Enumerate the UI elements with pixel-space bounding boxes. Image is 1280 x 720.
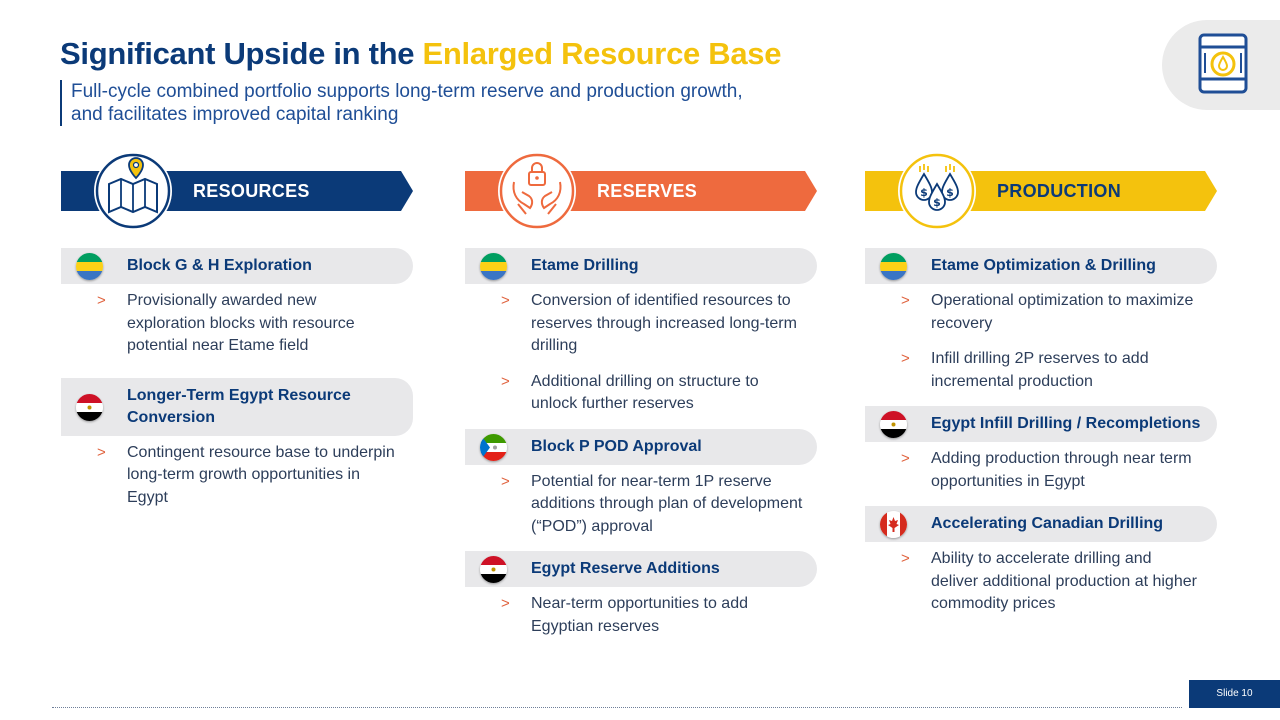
bullet-arrow: > (97, 292, 106, 309)
item-title: Accelerating Canadian Drilling (931, 515, 1164, 532)
canada-flag-icon (880, 511, 907, 538)
banner-production: PRODUCTION $ $ $ (865, 150, 1217, 234)
bullet-item: > Conversion of identified resources to r… (465, 290, 817, 358)
bullet-arrow: > (901, 450, 910, 467)
banner-resources: RESOURCES (61, 150, 413, 234)
column-reserves: RESERVES Etame Drilling > Conversion of i… (465, 150, 817, 635)
subtitle-line-2: and facilitates improved capital ranking (71, 104, 399, 125)
bullet-text: Potential for near-term 1P reserve addit… (531, 472, 803, 535)
banner-label: RESOURCES (193, 181, 310, 201)
bullet-item: > Provisionally awarded new exploration b… (61, 290, 413, 358)
subtitle: Full-cycle combined portfolio supports l… (60, 80, 880, 126)
bullet-arrow: > (501, 472, 510, 490)
item-title: Egypt Infill Drilling / Recompletions (931, 415, 1201, 432)
gabon-flag-icon (480, 253, 507, 280)
page-title: Significant Upside in the Enlarged Resou… (60, 36, 781, 72)
item-title: Egypt Reserve Additions (531, 560, 720, 577)
bullet-arrow: > (901, 292, 910, 309)
banner-reserves: RESERVES (465, 150, 817, 234)
item-canadian-drilling: Accelerating Canadian Drilling (865, 506, 1217, 542)
svg-text:$: $ (946, 186, 954, 199)
egypt-flag-icon (76, 393, 103, 421)
bullet-arrow: > (501, 372, 510, 390)
bullet-item: > Adding production through near term opp… (865, 448, 1217, 493)
svg-text:$: $ (933, 196, 941, 209)
item-block-p-pod-approval: Block P POD Approval (465, 428, 817, 465)
item-block-gh-exploration: Block G & H Exploration (61, 248, 413, 284)
bullet-item: > Potential for near-term 1P reserve addi… (465, 471, 817, 539)
bullet-text: Provisionally awarded new exploration bl… (127, 292, 355, 354)
svg-text:$: $ (920, 186, 928, 199)
item-etame-drilling: Etame Drilling (465, 248, 817, 284)
title-part-1: Significant Upside in the (60, 36, 423, 71)
column-production: PRODUCTION $ $ $ Etame Optimization & Dr… (865, 150, 1217, 612)
bullet-text: Contingent resource base to underpin lon… (127, 443, 395, 506)
item-title: Etame Optimization & Drilling (931, 257, 1156, 274)
bullet-arrow: > (97, 443, 106, 461)
bullet-item: > Infill drilling 2P reserves to add incr… (865, 348, 1217, 393)
column-resources: RESOURCES Block G & H Exploration > Provi… (61, 150, 413, 506)
bullet-item: > Additional drilling on structure to unl… (465, 371, 817, 416)
item-etame-optimization-drilling: Etame Optimization & Drilling (865, 248, 1217, 284)
item-title: Block P POD Approval (531, 437, 702, 455)
bullet-text: Infill drilling 2P reserves to add incre… (931, 350, 1149, 390)
bullet-item: > Contingent resource base to underpin lo… (61, 442, 413, 510)
item-egypt-infill-drilling: Egypt Infill Drilling / Recompletions (865, 406, 1217, 442)
banner-label: PRODUCTION (997, 181, 1121, 201)
bullet-text: Ability to accelerate drilling and deliv… (931, 550, 1197, 612)
egypt-flag-icon (880, 411, 907, 438)
title-highlight: Enlarged Resource Base (422, 36, 782, 71)
bullet-text: Near-term opportunities to add Egyptian … (531, 595, 748, 635)
item-title: Etame Drilling (531, 257, 639, 274)
bullet-item: > Near-term opportunities to add Egyptian… (465, 593, 817, 638)
item-egypt-resource-conversion: Longer-Term Egypt Resource Conversion (61, 377, 413, 436)
oil-barrel-icon (1198, 33, 1248, 94)
gabon-flag-icon (76, 253, 103, 280)
bullet-arrow: > (901, 350, 910, 367)
bullet-item: > Operational optimization to maximize re… (865, 290, 1217, 335)
subtitle-line-1: Full-cycle combined portfolio supports l… (71, 81, 743, 102)
bullet-text: Adding production through near term oppo… (931, 450, 1192, 490)
bullet-text: Additional drilling on structure to unlo… (531, 372, 759, 413)
equatorial-guinea-flag-icon (480, 433, 507, 461)
oil-drops-dollar-icon: $ $ $ (898, 152, 976, 230)
footer-divider (52, 707, 1182, 708)
gabon-flag-icon (880, 253, 907, 280)
bullet-arrow: > (501, 595, 510, 612)
item-title: Longer-Term Egypt Resource Conversion (127, 386, 351, 426)
item-egypt-reserve-additions: Egypt Reserve Additions (465, 551, 817, 587)
corner-badge (1162, 20, 1280, 110)
slide-number: Slide 10 (1189, 680, 1280, 708)
map-pin-icon (94, 152, 172, 230)
egypt-flag-icon (480, 556, 507, 583)
banner-label: RESERVES (597, 181, 698, 201)
bullet-text: Operational optimization to maximize rec… (931, 292, 1194, 332)
bullet-item: > Ability to accelerate drilling and deli… (865, 548, 1217, 616)
item-title: Block G & H Exploration (127, 257, 312, 274)
hands-lock-icon (498, 152, 576, 230)
bullet-arrow: > (901, 550, 910, 567)
bullet-text: Conversion of identified resources to re… (531, 292, 797, 354)
bullet-arrow: > (501, 292, 510, 309)
